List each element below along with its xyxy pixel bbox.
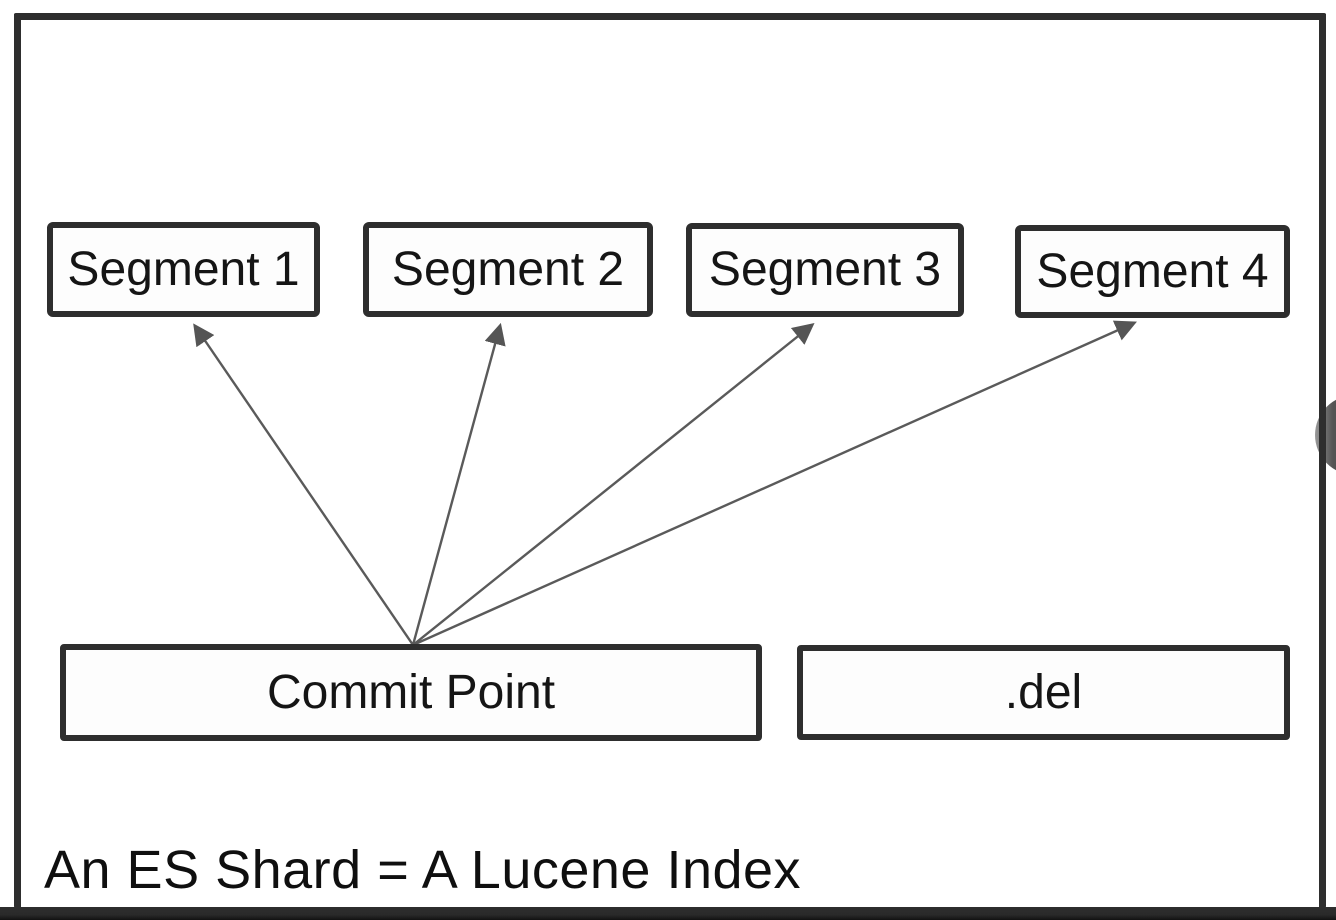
frame-bottom-border xyxy=(0,907,1336,920)
segment-3-label: Segment 3 xyxy=(708,243,942,296)
del-file-label: .del xyxy=(1004,665,1083,719)
del-file-box: .del xyxy=(797,645,1290,740)
segment-2-box: Segment 2 xyxy=(363,222,653,317)
commit-point-label: Commit Point xyxy=(266,665,556,719)
segment-4-label: Segment 4 xyxy=(1036,244,1269,298)
diagram-caption: An ES Shard = A Lucene Index xyxy=(44,840,802,900)
commit-point-box: Commit Point xyxy=(60,644,762,741)
shard-outer-frame xyxy=(14,13,1326,908)
segment-2-label: Segment 2 xyxy=(391,242,625,296)
segment-3-box: Segment 3 xyxy=(686,223,964,317)
segment-4-box: Segment 4 xyxy=(1015,225,1290,318)
segment-1-label: Segment 1 xyxy=(67,242,300,296)
segment-1-box: Segment 1 xyxy=(47,222,320,317)
